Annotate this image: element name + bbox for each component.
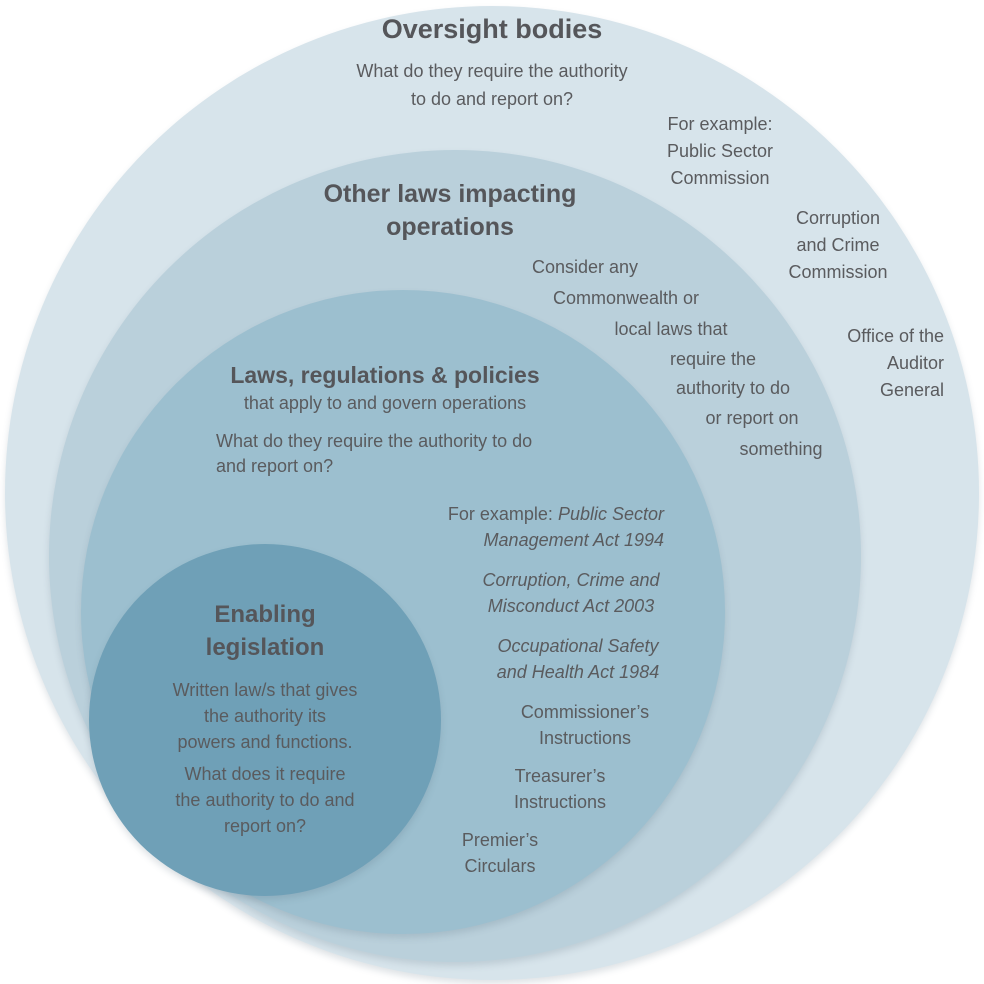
other-laws-title-line: operations (386, 213, 514, 241)
example-line: For example: (667, 114, 773, 134)
other-laws-note-line: authority to do (675, 378, 791, 398)
enabling-question-line: the authority to do and (175, 790, 355, 810)
enabling-description-line: the authority its (203, 706, 327, 726)
example-public-sector-management-act: For example: Public Sector Management Ac… (400, 501, 664, 553)
enabling-legislation-circle (89, 544, 441, 896)
example-occupational-safety-health-act: Occupational Safety and Health Act 1984 (448, 633, 708, 685)
enabling-question-line: What does it require (184, 764, 346, 784)
act-name: Misconduct Act 2003 (487, 596, 655, 616)
enabling-description-line: powers and functions. (177, 732, 353, 752)
enabling-title-line: legislation (205, 634, 325, 661)
act-name: and Health Act 1984 (496, 662, 660, 682)
example-line: Circulars (464, 856, 536, 876)
example-line: For example: Public Sector (400, 501, 664, 527)
other-laws-title: Other laws impacting operations (200, 178, 700, 244)
enabling-description-line: Written law/s that gives (172, 680, 358, 700)
other-laws-note-line: local laws that (614, 319, 728, 339)
oversight-question-line: to do and report on? (410, 89, 574, 109)
other-laws-note-line: Consider any (531, 257, 639, 277)
oversight-question: What do they require the authority to do… (242, 57, 742, 113)
example-line: Commissioner’s (520, 702, 650, 722)
act-name: Occupational Safety (497, 636, 659, 656)
example-premiers-circulars: Premier’s Circulars (370, 827, 630, 879)
example-line: Public Sector (666, 141, 774, 161)
example-office-auditor-general: Office of the Auditor General (784, 323, 944, 404)
other-laws-note-line: require the (669, 349, 757, 369)
oversight-bodies-title: Oversight bodies (381, 14, 603, 44)
example-line: General (879, 380, 944, 400)
example-line: Premier’s (461, 830, 539, 850)
enabling-legislation-title: Enabling legislation (115, 598, 415, 664)
example-treasurers-instructions: Treasurer’s Instructions (430, 763, 690, 815)
laws-question-line: What do they require the authority to do (216, 431, 533, 451)
oversight-question-line: What do they require the authority (356, 61, 628, 81)
example-line: Instructions (513, 792, 607, 812)
enabling-question-line: report on? (223, 816, 307, 836)
laws-regulations-question: What do they require the authority to do… (216, 429, 636, 479)
example-line: Auditor (886, 353, 944, 373)
example-line: Treasurer’s (514, 766, 606, 786)
other-laws-note-line: something (739, 439, 823, 459)
act-name: Corruption, Crime and (482, 570, 660, 590)
act-name: Public Sector (557, 504, 664, 524)
enabling-legislation-description: Written law/s that gives the authority i… (115, 677, 415, 755)
example-line: Commission (788, 262, 888, 282)
example-line: Commission (670, 168, 770, 188)
example-public-sector-commission: For example: Public Sector Commission (620, 111, 820, 192)
example-line: Corruption (795, 208, 881, 228)
other-laws-title-line: Other laws impacting (323, 180, 577, 208)
other-laws-note-line: or report on (705, 408, 799, 428)
example-prefix: For example: (447, 504, 553, 524)
enabling-title-line: Enabling (214, 601, 316, 628)
act-name: Management Act 1994 (483, 530, 664, 550)
other-laws-note-line: Commonwealth or (552, 288, 700, 308)
example-commissioners-instructions: Commissioner’s Instructions (455, 699, 715, 751)
example-corruption-crime-commission: Corruption and Crime Commission (738, 205, 938, 286)
example-corruption-crime-misconduct-act: Corruption, Crime and Misconduct Act 200… (441, 567, 701, 619)
example-line: Instructions (538, 728, 632, 748)
example-line: and Crime (796, 235, 880, 255)
example-line: Office of the (847, 326, 944, 346)
enabling-legislation-question: What does it require the authority to do… (115, 761, 415, 839)
laws-regulations-title: Laws, regulations & policies (230, 362, 540, 388)
laws-question-line: and report on? (216, 456, 334, 476)
laws-regulations-subtitle: that apply to and govern operations (243, 393, 527, 413)
